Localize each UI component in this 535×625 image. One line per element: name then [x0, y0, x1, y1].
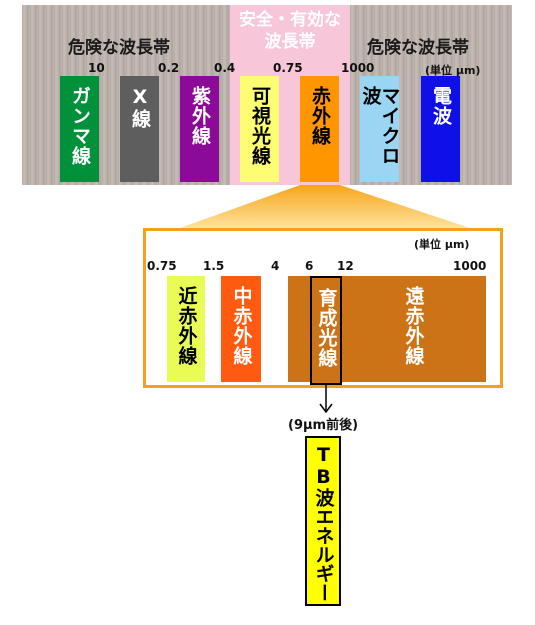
band-growth-light: 育成光線	[310, 276, 342, 385]
band-visible-light: 可視光線	[240, 76, 279, 182]
unit-label: (単位 µm)	[425, 64, 481, 77]
band-label: 育成光線	[315, 288, 338, 368]
band-radio-wave: 電波	[421, 76, 460, 182]
detail-tick-label: 1000	[453, 259, 487, 273]
danger-label-right: 危険な波長帯	[367, 38, 469, 58]
danger-label-left: 危険な波長帯	[68, 38, 170, 58]
detail-tick-label: 4	[271, 259, 280, 273]
tb-wave-energy-label: TB波エネルギー	[312, 444, 335, 602]
band-mid-infrared: 中赤外線	[221, 276, 261, 382]
band-label: 近赤外線	[175, 286, 198, 366]
band-near-infrared: 近赤外線	[167, 276, 205, 382]
safe-title-line2: 波長帯	[264, 32, 316, 52]
tb-wave-energy-box: TB波エネルギー	[305, 436, 341, 606]
tick-label: 10	[88, 61, 105, 75]
band-label: 赤外線	[309, 86, 331, 146]
band-label: マイクロ波	[359, 86, 401, 166]
detail-tick-label: 12	[337, 259, 354, 273]
band-label: 中赤外線	[230, 286, 253, 366]
band-ultraviolet: 紫外線	[180, 76, 219, 182]
band-infrared: 赤外線	[300, 76, 339, 182]
band-microwave: マイクロ波	[359, 76, 401, 182]
band-label: 紫外線	[189, 86, 211, 146]
tick-label: 1000	[341, 61, 375, 75]
down-arrow-icon	[319, 385, 333, 414]
detail-unit-label: (単位 µm)	[414, 238, 470, 251]
detail-tick-label: 1.5	[203, 259, 225, 273]
safe-zone-title: 安全・有効な 波長帯	[222, 9, 358, 53]
tick-label: 0.75	[273, 61, 303, 75]
tick-label: 0.4	[214, 61, 236, 75]
band-label: 電波	[430, 86, 452, 126]
band-label: 可視光線	[249, 86, 271, 166]
band-label: X線	[129, 86, 151, 129]
band-far-infrared: 遠赤外線	[395, 276, 431, 382]
tick-label: 0.2	[158, 61, 180, 75]
band-gamma-ray: ガンマ線	[60, 76, 99, 182]
wavelength-callout: (9µm前後)	[288, 418, 359, 433]
band-label: 遠赤外線	[402, 286, 425, 366]
detail-tick-label: 6	[305, 259, 314, 273]
safe-title-line1: 安全・有効な	[239, 10, 341, 30]
band-label: ガンマ線	[69, 86, 91, 166]
zoom-wedge-shape	[180, 185, 470, 228]
band-x-ray: X線	[120, 76, 159, 182]
detail-tick-label: 0.75	[147, 259, 177, 273]
